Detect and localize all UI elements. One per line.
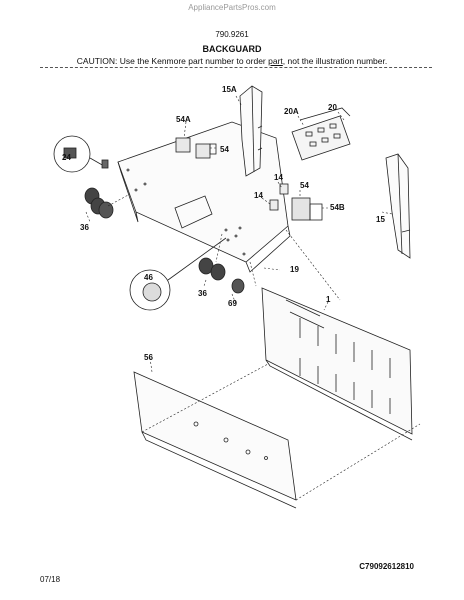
callout-20a: 20A	[284, 107, 299, 116]
knob-group-left[interactable]	[84, 187, 114, 219]
caution-line: CAUTION: Use the Kenmore part number to …	[0, 56, 464, 66]
caution-text-b: , not the illustration number.	[282, 56, 388, 66]
model-number: 790.9261	[215, 30, 249, 39]
detail-circle-24[interactable]	[53, 135, 109, 173]
indicator-light[interactable]	[269, 183, 289, 211]
leader-lines	[85, 95, 421, 501]
callout-46: 46	[144, 273, 153, 282]
callout-69: 69	[228, 299, 237, 308]
callout-1: 1	[326, 295, 331, 304]
detail-circle-46[interactable]	[129, 237, 227, 311]
callout-54-middle: 54	[300, 181, 309, 190]
callout-14-lower: 14	[254, 191, 263, 200]
callout-36-center: 36	[198, 289, 207, 298]
revision-date: 07/18	[40, 575, 61, 584]
callout-36-left: 36	[80, 223, 89, 232]
caution-text-a: Use the Kenmore part number to order	[119, 56, 266, 66]
infinite-switch-top[interactable]	[175, 137, 217, 159]
callout-54b: 54B	[330, 203, 345, 212]
knob-group-center[interactable]	[198, 257, 245, 294]
callout-15: 15	[376, 215, 385, 224]
callout-54a-top: 54A	[176, 115, 191, 124]
callout-15a: 15A	[222, 85, 237, 94]
diagram-code: C79092612810	[359, 562, 414, 571]
watermark: AppliancePartsPros.com	[188, 3, 276, 12]
callout-14-upper: 14	[274, 173, 283, 182]
section-title: BACKGUARD	[202, 44, 262, 54]
end-bracket-15a[interactable]	[239, 85, 263, 177]
infinite-switch-middle[interactable]	[291, 197, 323, 221]
back-panel[interactable]	[261, 287, 413, 441]
callout-24: 24	[62, 153, 71, 162]
lower-panel-56[interactable]	[133, 371, 297, 509]
caution-prefix: CAUTION:	[76, 56, 118, 66]
callout-20: 20	[328, 103, 337, 112]
caution-part-link[interactable]: part	[268, 56, 283, 66]
callout-56: 56	[144, 353, 153, 362]
end-bracket-15[interactable]	[385, 153, 411, 259]
callout-54-top: 54	[220, 145, 229, 154]
callout-19: 19	[290, 265, 299, 274]
header-divider	[40, 67, 432, 68]
electronic-control-20[interactable]	[291, 107, 351, 161]
